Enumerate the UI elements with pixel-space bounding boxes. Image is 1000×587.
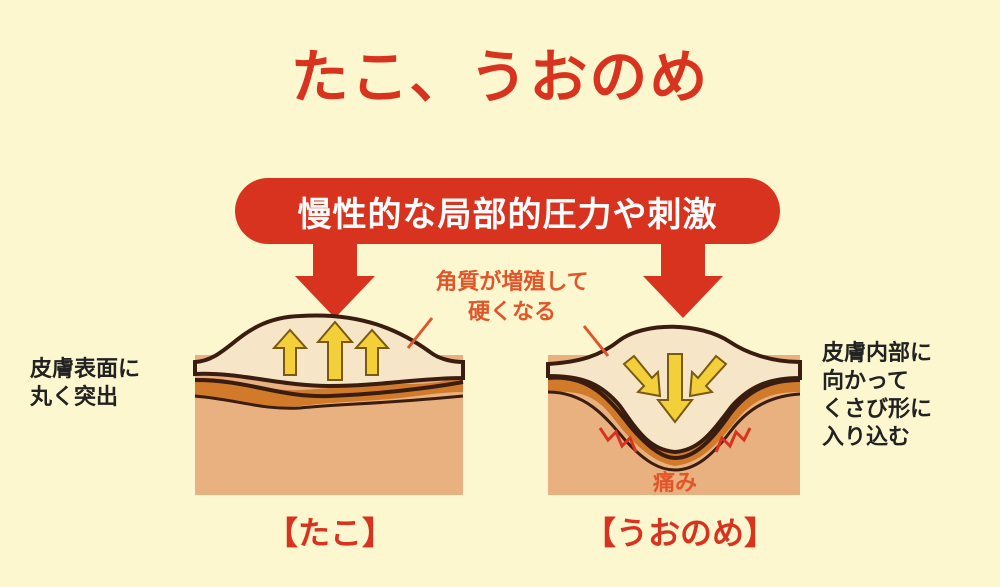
uonome-down-arrows xyxy=(622,353,728,424)
pain-label: 痛み xyxy=(652,471,697,496)
right-pressure-arrow xyxy=(643,236,723,318)
caption-tako: 【たこ】 xyxy=(265,514,394,552)
caption-uonome: 【うおのめ】 xyxy=(583,514,776,552)
left-pressure-arrow xyxy=(295,236,375,318)
pain-zigzag-marks xyxy=(598,427,752,453)
callus-annotation: 角質が増殖して 硬くなる xyxy=(435,270,589,325)
page-title: たこ、うおのめ xyxy=(290,43,710,111)
banner-label: 慢性的な局部的圧力や刺激 xyxy=(297,194,718,235)
uonome-description: 皮膚内部に 向かって くさび形に 入り込む xyxy=(822,341,933,450)
tako-up-arrows xyxy=(271,320,391,381)
banner-bar xyxy=(235,178,780,244)
tako-panel xyxy=(193,313,465,495)
tako-description: 皮膚表面に 丸く突出 xyxy=(30,357,141,410)
uonome-panel xyxy=(546,324,802,495)
